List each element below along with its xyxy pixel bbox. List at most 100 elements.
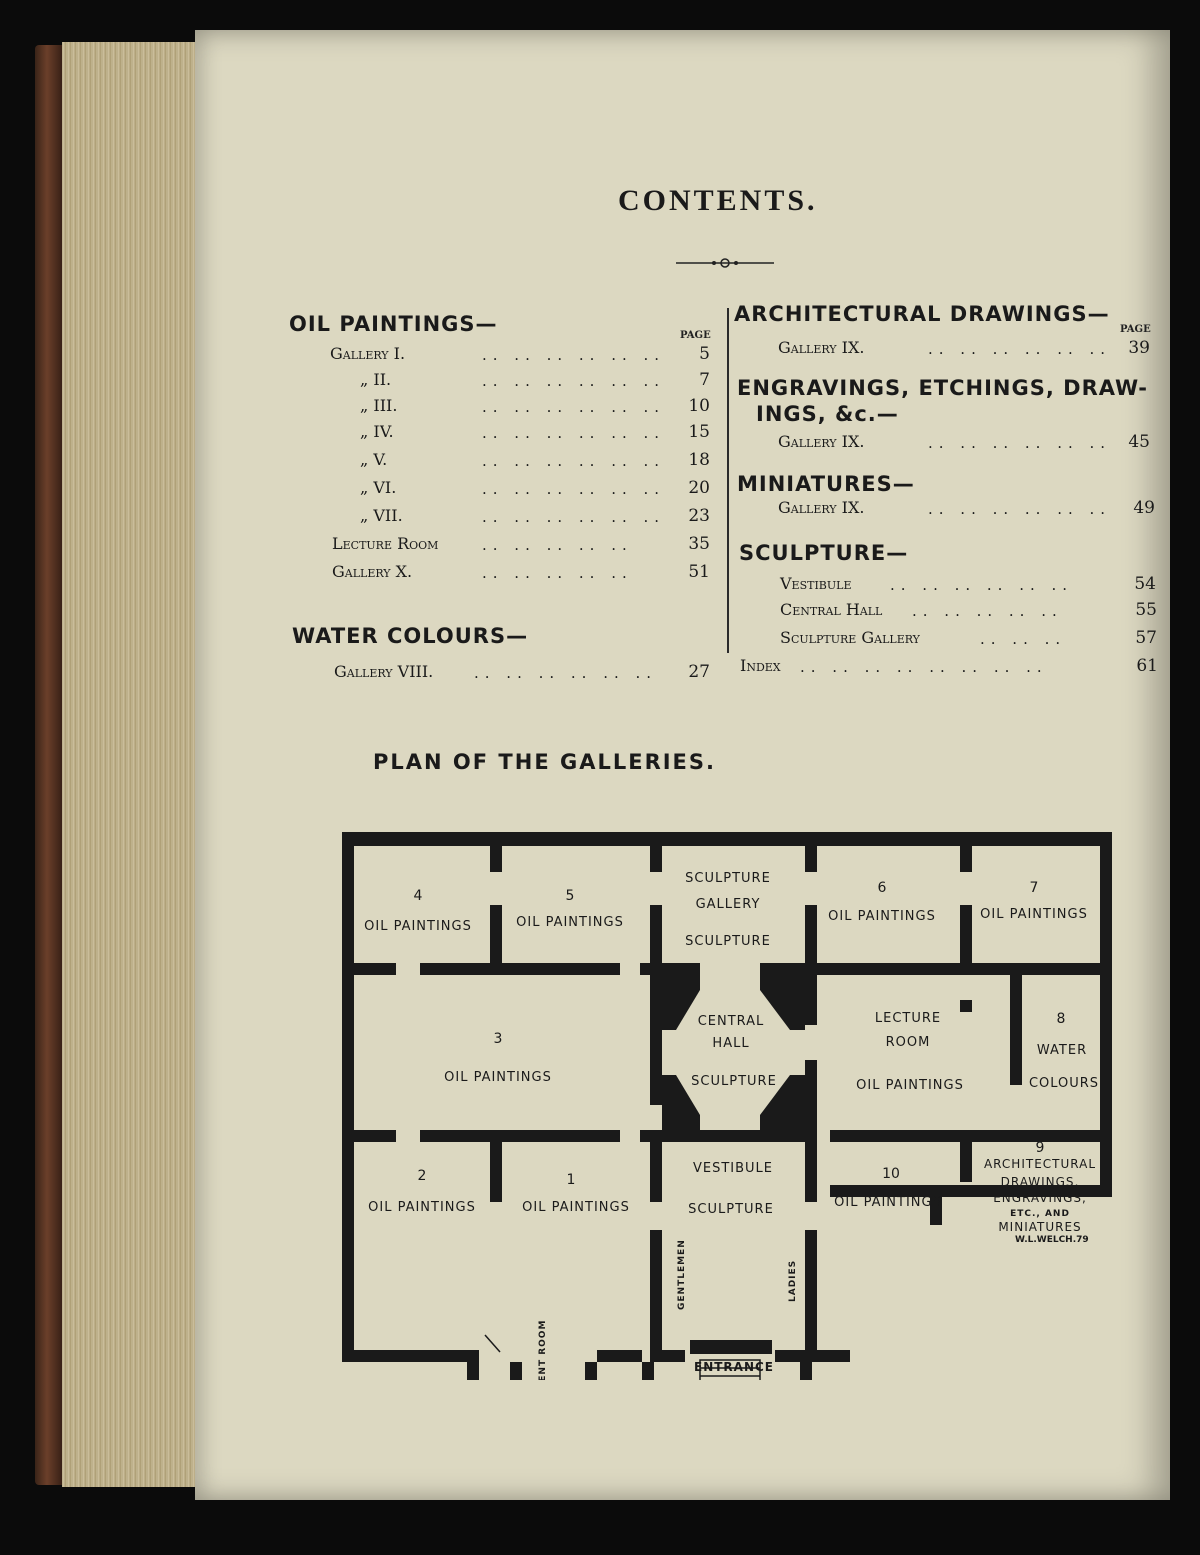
column-divider [727, 308, 729, 653]
section-heading-miniatures: MINIATURES— [737, 472, 915, 496]
entry-page: 35 [688, 534, 710, 554]
vestibule-label: SCULPTURE [688, 1202, 774, 1217]
lecture-room-label: ROOM [886, 1035, 931, 1050]
toc-entry[interactable]: Vestibule .. .. .. .. .. .. 54 [780, 574, 1156, 594]
gentlemen-label: GENTLEMEN [677, 1239, 687, 1310]
toc-entry[interactable]: Gallery IX. .. .. .. .. .. .. 39 [778, 338, 1150, 358]
room-number: 10 [882, 1166, 900, 1182]
entry-label: Lecture Room [332, 534, 439, 553]
room-number: 1 [567, 1172, 576, 1188]
room-label: OIL PAINTINGS [444, 1070, 552, 1085]
room-label: WATER [1037, 1043, 1087, 1058]
entry-page: 54 [1134, 574, 1156, 594]
toc-entry[interactable]: Gallery VIII. .. .. .. .. .. .. 27 [334, 662, 710, 682]
entrance-label: ENTRANCE [694, 1360, 774, 1374]
room-label: MINIATURES [998, 1220, 1081, 1234]
refreshment-room-label: REFRESHMENT ROOM [538, 1320, 548, 1380]
entry-page: 18 [688, 450, 710, 470]
toc-entry[interactable]: „ III. .. .. .. .. .. .. 10 [360, 396, 710, 416]
entry-label: „ II. [360, 370, 392, 389]
toc-entry[interactable]: Sculpture Gallery .. .. .. 57 [780, 628, 1157, 648]
entry-label: Gallery IX. [778, 338, 865, 357]
gallery-floor-plan: 4 OIL PAINTINGS 5 OIL PAINTINGS SCULPTUR… [342, 832, 1112, 1380]
section-heading-architectural: ARCHITECTURAL DRAWINGS— [734, 302, 1110, 326]
page-title: CONTENTS. [618, 184, 818, 217]
entry-page: 51 [688, 562, 710, 582]
entry-page: 7 [699, 370, 710, 390]
entry-label: „ V. [360, 450, 388, 469]
toc-entry[interactable]: „ VI. .. .. .. .. .. .. 20 [360, 478, 710, 498]
section-heading-engravings-cont: INGS, &c.— [756, 402, 899, 426]
entry-label: Sculpture Gallery [780, 628, 920, 647]
page-fore-edge [62, 42, 197, 1487]
room-number: 6 [878, 880, 887, 896]
room-label: OIL PAINTINGS [364, 919, 472, 934]
entry-label: Vestibule [780, 574, 852, 593]
entry-label: Gallery X. [332, 562, 413, 581]
entry-page: 27 [688, 662, 710, 682]
book-spine-edge [35, 45, 65, 1485]
entry-page: 10 [688, 396, 710, 416]
entry-page: 15 [688, 422, 710, 442]
room-label: OIL PAINTINGS [834, 1195, 942, 1210]
room-number: 8 [1057, 1011, 1066, 1027]
section-heading-engravings: ENGRAVINGS, ETCHINGS, DRAW- [737, 376, 1148, 400]
room-number: 5 [566, 888, 575, 904]
entry-page: 45 [1128, 432, 1150, 452]
section-heading-oil-paintings: OIL PAINTINGS— [289, 312, 498, 336]
room-label: OIL PAINTINGS [522, 1200, 630, 1215]
entry-page: 55 [1135, 600, 1157, 620]
room-label: OIL PAINTINGS [828, 909, 936, 924]
toc-entry[interactable]: „ VII. .. .. .. .. .. .. 23 [360, 506, 710, 526]
engraver-signature: W.L.WELCH.79 [1015, 1235, 1089, 1245]
toc-entry[interactable]: „ V. .. .. .. .. .. .. 18 [360, 450, 710, 470]
room-label: COLOURS [1029, 1076, 1099, 1091]
toc-entry[interactable]: „ IV. .. .. .. .. .. .. 15 [360, 422, 710, 442]
toc-entry[interactable]: Central Hall .. .. .. .. .. 55 [780, 600, 1157, 620]
entry-label: Gallery I. [330, 344, 406, 363]
show-through-text [480, 40, 491, 91]
toc-entry[interactable] [334, 634, 710, 658]
room-number: 3 [494, 1031, 503, 1047]
central-hall-label: CENTRAL [698, 1014, 765, 1029]
lecture-room-label: LECTURE [875, 1011, 941, 1026]
room-number: 7 [1030, 880, 1039, 896]
entry-label: Gallery VIII. [334, 662, 434, 681]
page-column-label: PAGE [1120, 324, 1151, 335]
page-column-label: PAGE [680, 330, 711, 341]
sculpture-gallery-label: SCULPTURE [685, 934, 771, 949]
entry-label: „ IV. [360, 422, 394, 441]
room-label: DRAWINGS, [1001, 1175, 1080, 1189]
toc-entry[interactable]: Gallery IX. .. .. .. .. .. .. 45 [778, 432, 1150, 452]
entry-page: 49 [1133, 498, 1155, 518]
room-number: 4 [414, 888, 423, 904]
entry-page: 39 [1128, 338, 1150, 358]
room-label: OIL PAINTINGS [516, 915, 624, 930]
entry-page: 61 [1136, 656, 1158, 676]
toc-entry-index[interactable]: Index .. .. .. .. .. .. .. .. 61 [740, 656, 1158, 676]
central-hall-label: HALL [712, 1036, 749, 1051]
entry-label: Gallery IX. [778, 432, 865, 451]
toc-entry[interactable]: Lecture Room .. .. .. .. .. 35 [332, 534, 710, 554]
sculpture-gallery-label: GALLERY [696, 897, 761, 912]
entry-label: Index [740, 656, 781, 675]
entry-label: „ VI. [360, 478, 397, 497]
vestibule-label: VESTIBULE [693, 1161, 773, 1176]
entry-page: 5 [699, 344, 710, 364]
ladies-label: LADIES [788, 1260, 798, 1302]
book-page [195, 30, 1170, 1500]
central-hall-label: SCULPTURE [691, 1074, 777, 1089]
room-label: OIL PAINTINGS [980, 907, 1088, 922]
room-label: OIL PAINTINGS [368, 1200, 476, 1215]
entry-page: 20 [688, 478, 710, 498]
toc-entry[interactable]: Gallery IX. .. .. .. .. .. .. 49 [778, 498, 1155, 518]
toc-entry[interactable]: „ II. .. .. .. .. .. .. 7 [360, 370, 710, 390]
toc-entry[interactable]: Gallery X. .. .. .. .. .. 51 [332, 562, 710, 582]
entry-label: „ III. [360, 396, 398, 415]
room-number: 9 [1036, 1140, 1045, 1156]
room-label: ENGRAVINGS, [993, 1191, 1087, 1205]
toc-entry[interactable]: Gallery I. .. .. .. .. .. .. 5 [330, 344, 710, 364]
room-label: ETC., AND [1010, 1209, 1070, 1219]
plan-title: PLAN OF THE GALLERIES. [373, 750, 717, 774]
section-heading-water-colours: WATER COLOURS— [292, 624, 529, 648]
